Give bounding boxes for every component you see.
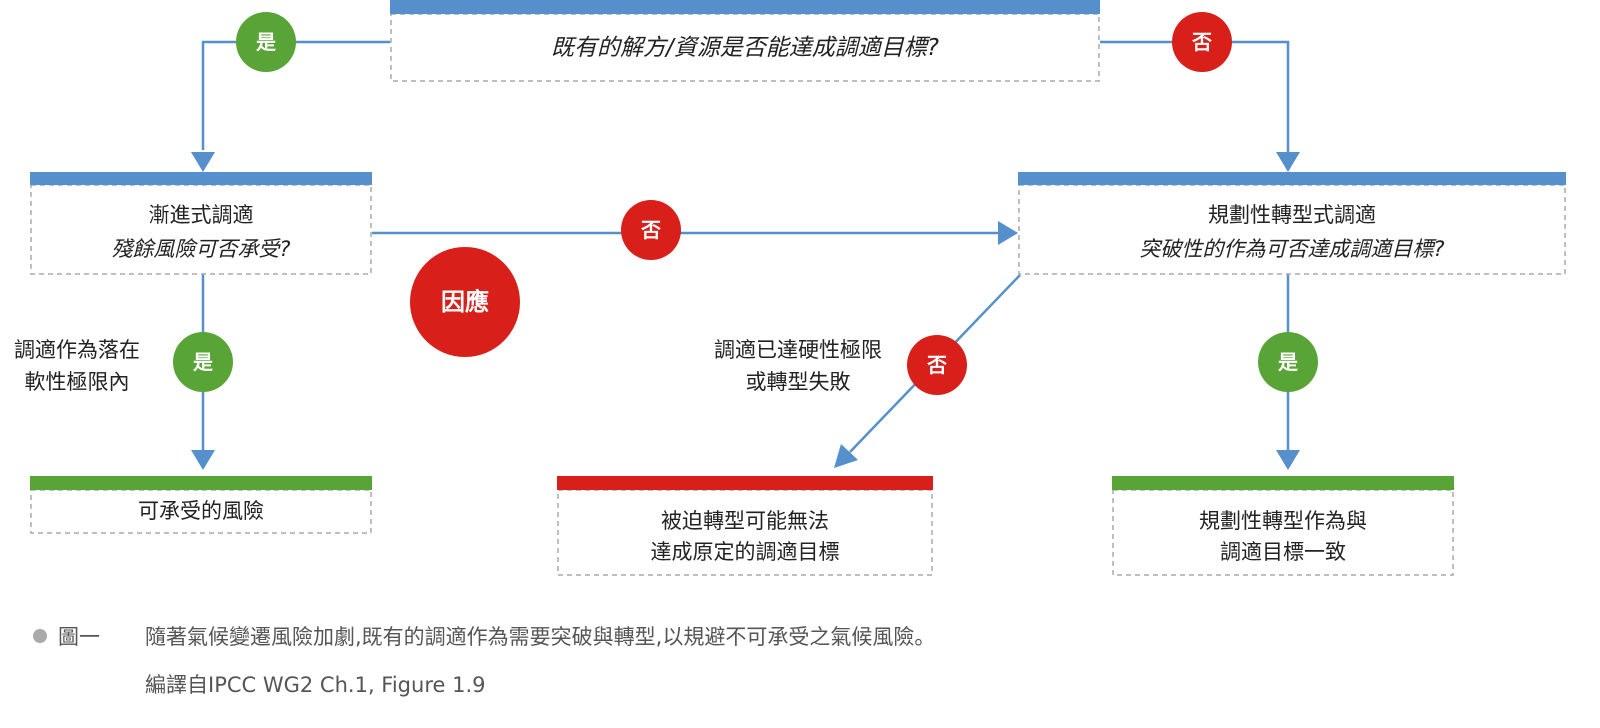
badge-text: 是 bbox=[255, 30, 276, 54]
aligned-line2: 調適目標一致 bbox=[1220, 540, 1346, 564]
arrowhead bbox=[191, 450, 215, 470]
top-question-text: 既有的解方/資源是否能達成調適目標? bbox=[551, 35, 939, 61]
caption-label: 圖一 bbox=[58, 625, 100, 649]
forced-line1: 被迫轉型可能無法 bbox=[661, 509, 829, 533]
badge-yes-top: 是 bbox=[236, 12, 296, 72]
node-top-question: 既有的解方/資源是否能達成調適目標? bbox=[390, 0, 1100, 82]
node-header-bar bbox=[1018, 172, 1566, 185]
incremental-title: 漸進式調適 bbox=[149, 203, 254, 227]
badge-text: 因應 bbox=[441, 288, 489, 316]
node-acceptable-risk: 可承受的風險 bbox=[30, 476, 372, 534]
badge-text: 否 bbox=[640, 218, 661, 242]
badge-no-top: 否 bbox=[1172, 12, 1232, 72]
hard-limit-line1: 調適已達硬性極限 bbox=[714, 338, 882, 362]
badge-yes-left: 是 bbox=[173, 332, 233, 392]
badge-text: 否 bbox=[926, 353, 947, 377]
node-transformational: 規劃性轉型式調適 突破性的作為可否達成調適目標? bbox=[1018, 172, 1566, 275]
forced-line2: 達成原定的調適目標 bbox=[651, 540, 840, 564]
caption-text: 隨著氣候變遷風險加劇,既有的調適作為需要突破與轉型,以規避不可承受之氣候風險。 bbox=[145, 625, 935, 649]
caption-source: 編譯自IPCC WG2 Ch.1, Figure 1.9 bbox=[145, 673, 485, 697]
arrow-top-to-incremental bbox=[201, 40, 390, 150]
node-forced-transformation: 被迫轉型可能無法 達成原定的調適目標 bbox=[557, 476, 933, 576]
badge-text: 是 bbox=[192, 350, 213, 374]
node-incremental: 漸進式調適 殘餘風險可否承受? bbox=[30, 172, 372, 275]
node-header-bar bbox=[30, 476, 372, 490]
node-header-bar bbox=[1112, 476, 1454, 490]
hard-limit-line2: 或轉型失敗 bbox=[746, 370, 851, 394]
incremental-question: 殘餘風險可否承受? bbox=[111, 237, 290, 261]
node-header-bar bbox=[30, 172, 372, 185]
arrowhead bbox=[191, 152, 215, 172]
figure-caption: 圖一 隨著氣候變遷風險加劇,既有的調適作為需要突破與轉型,以規避不可承受之氣候風… bbox=[33, 625, 935, 697]
arrowhead bbox=[1276, 152, 1300, 172]
badge-yes-right: 是 bbox=[1258, 332, 1318, 392]
node-header-bar bbox=[390, 0, 1100, 14]
node-aligned-transformation: 規劃性轉型作為與 調適目標一致 bbox=[1112, 476, 1454, 576]
arrow-top-to-transformational bbox=[1100, 40, 1290, 152]
aligned-line1: 規劃性轉型作為與 bbox=[1199, 509, 1367, 533]
badge-text: 是 bbox=[1277, 350, 1298, 374]
badge-text: 否 bbox=[1191, 30, 1212, 54]
arrowhead bbox=[834, 444, 858, 468]
transformational-question: 突破性的作為可否達成調適目標? bbox=[1139, 237, 1444, 261]
arrowhead bbox=[998, 221, 1018, 245]
soft-limit-line2: 軟性極限內 bbox=[25, 370, 130, 394]
node-header-bar bbox=[557, 476, 933, 490]
soft-limit-line1: 調適作為落在 bbox=[14, 338, 140, 362]
badge-no-middle: 否 bbox=[621, 200, 681, 260]
bullet-icon bbox=[33, 629, 47, 643]
transformational-title: 規劃性轉型式調適 bbox=[1208, 203, 1376, 227]
badge-no-diagonal: 否 bbox=[907, 335, 967, 395]
acceptable-risk-text: 可承受的風險 bbox=[138, 499, 264, 523]
badge-response: 因應 bbox=[410, 247, 520, 357]
arrowhead bbox=[1276, 450, 1300, 470]
